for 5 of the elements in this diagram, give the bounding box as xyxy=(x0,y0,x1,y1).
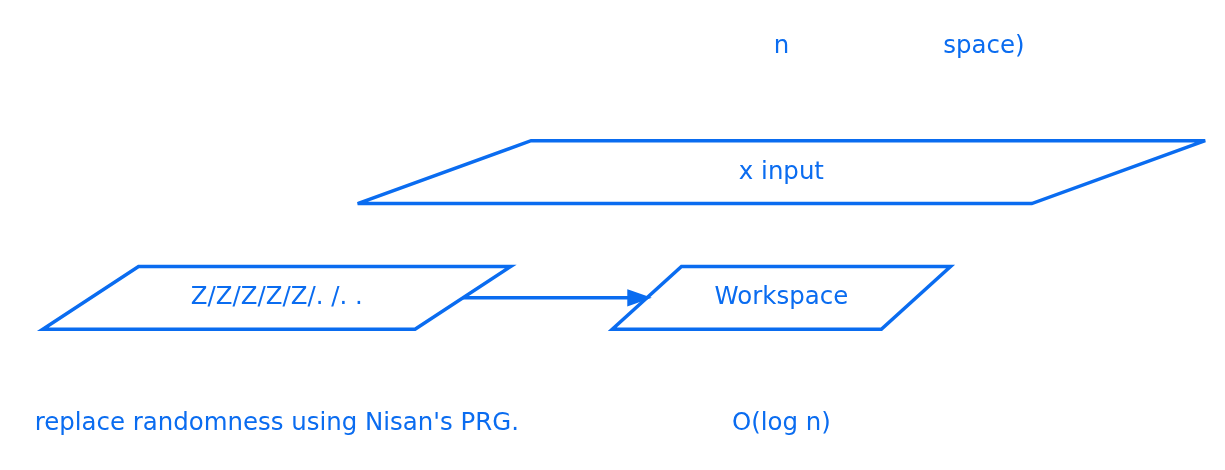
node-label: O(log n) xyxy=(731,407,831,437)
label: space) xyxy=(942,29,1025,59)
label: replace randomness using Nisan's PRG. xyxy=(34,407,519,437)
label: n xyxy=(773,29,789,59)
arrow xyxy=(462,289,652,307)
